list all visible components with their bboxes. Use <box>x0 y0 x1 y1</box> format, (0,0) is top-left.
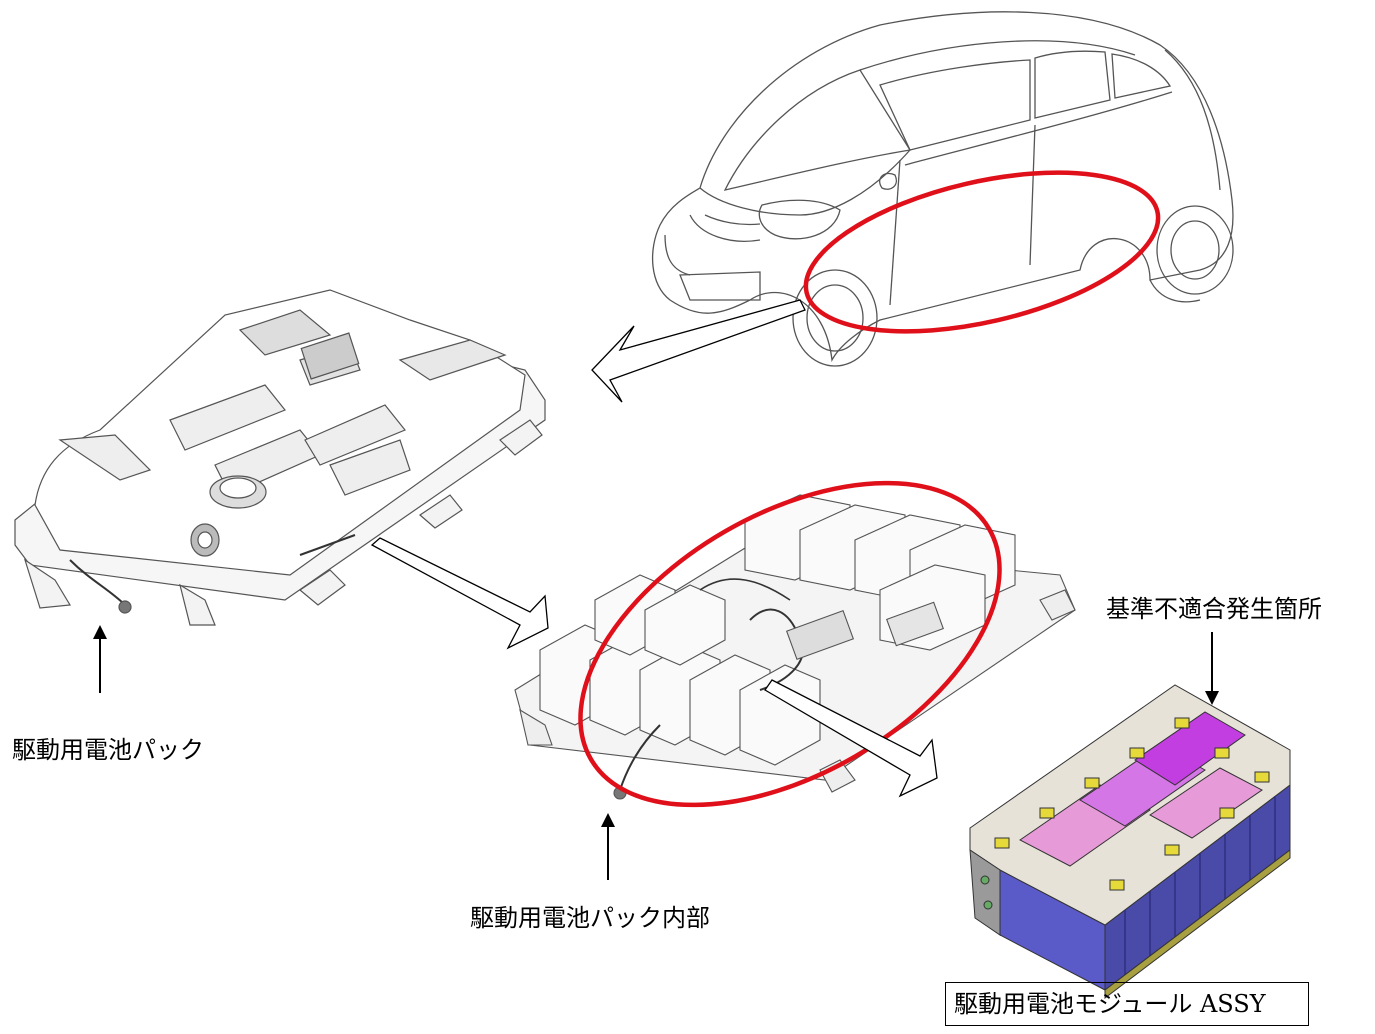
label-defect-location: 基準不適合発生箇所 <box>1106 595 1322 623</box>
label-battery-module-assy: 駆動用電池モジュール ASSY <box>945 982 1309 1026</box>
arrow-interior-to-module <box>764 679 938 798</box>
interior-highlight-ellipse <box>578 480 1002 808</box>
arrow-pack-to-interior <box>370 537 549 650</box>
car-highlight-ellipse <box>803 170 1161 334</box>
battery-interior-illustration <box>514 494 1076 800</box>
car-illustration <box>651 11 1234 367</box>
label-battery-pack: 駆動用電池パック <box>12 736 204 764</box>
label-battery-pack-interior: 駆動用電池パック内部 <box>470 904 710 932</box>
battery-pack-illustration <box>14 289 546 626</box>
battery-module-illustration <box>969 684 1291 1000</box>
arrow-car-to-pack <box>591 299 806 403</box>
